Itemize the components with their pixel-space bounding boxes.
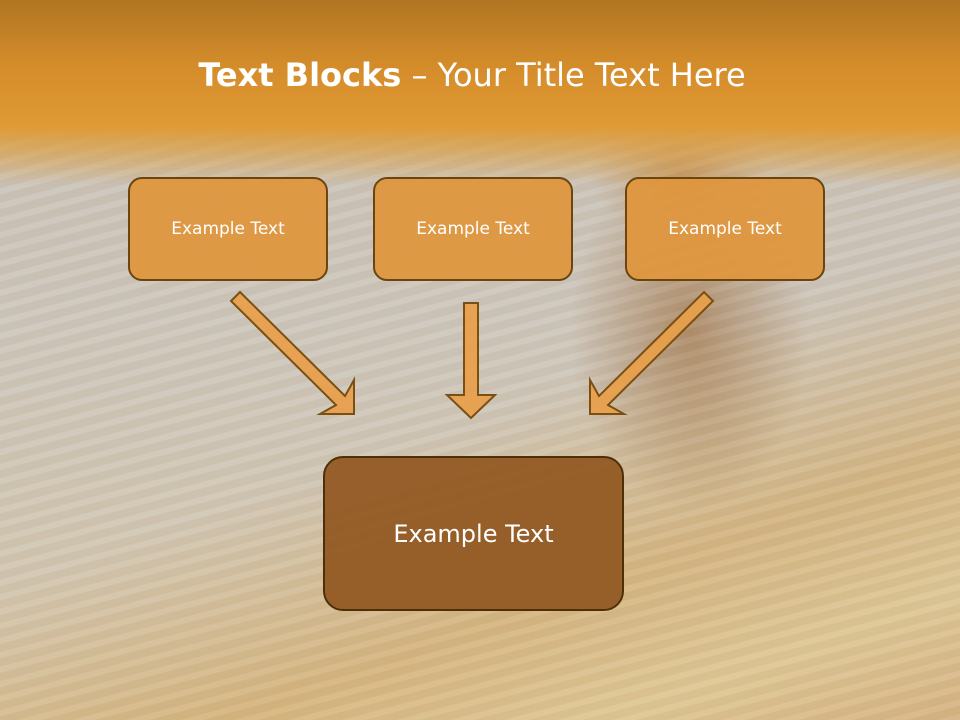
result-text-block-label: Example Text (393, 519, 554, 548)
header-band (0, 0, 960, 185)
title-bold-part: Text Blocks (198, 56, 402, 94)
text-block-3-label: Example Text (668, 219, 782, 239)
slide-title: Text Blocks – Your Title Text Here (0, 52, 944, 98)
result-text-block[interactable]: Example Text (323, 456, 624, 611)
text-block-3[interactable]: Example Text (625, 177, 825, 281)
title-dash: – (401, 56, 438, 94)
text-block-2[interactable]: Example Text (373, 177, 573, 281)
text-block-1-label: Example Text (171, 219, 285, 239)
arrow-right-icon (589, 290, 715, 415)
arrow-left-icon (229, 290, 355, 415)
text-block-1[interactable]: Example Text (128, 177, 328, 281)
title-regular-part: Your Title Text Here (437, 56, 746, 94)
text-block-2-label: Example Text (416, 219, 530, 239)
arrow-center-icon (444, 302, 498, 420)
